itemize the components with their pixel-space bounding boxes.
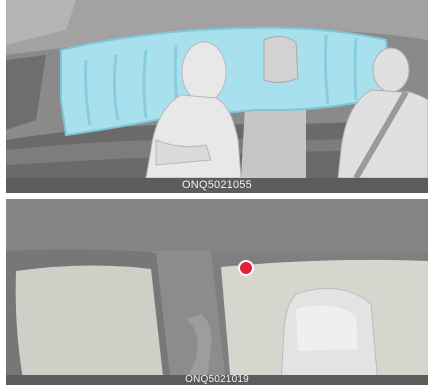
airbag-location-marker bbox=[239, 261, 253, 275]
figure-caption: ONQ5021055 bbox=[6, 178, 428, 193]
figure-airbag-location: ONQ5021019 bbox=[6, 199, 428, 385]
airbag-location-illustration bbox=[6, 199, 428, 385]
figure-caption: ONQ5021019 bbox=[6, 375, 428, 385]
airbag-deployed-illustration bbox=[6, 0, 428, 193]
figure-curtain-airbag-deployed: ONQ5021055 bbox=[6, 0, 428, 193]
